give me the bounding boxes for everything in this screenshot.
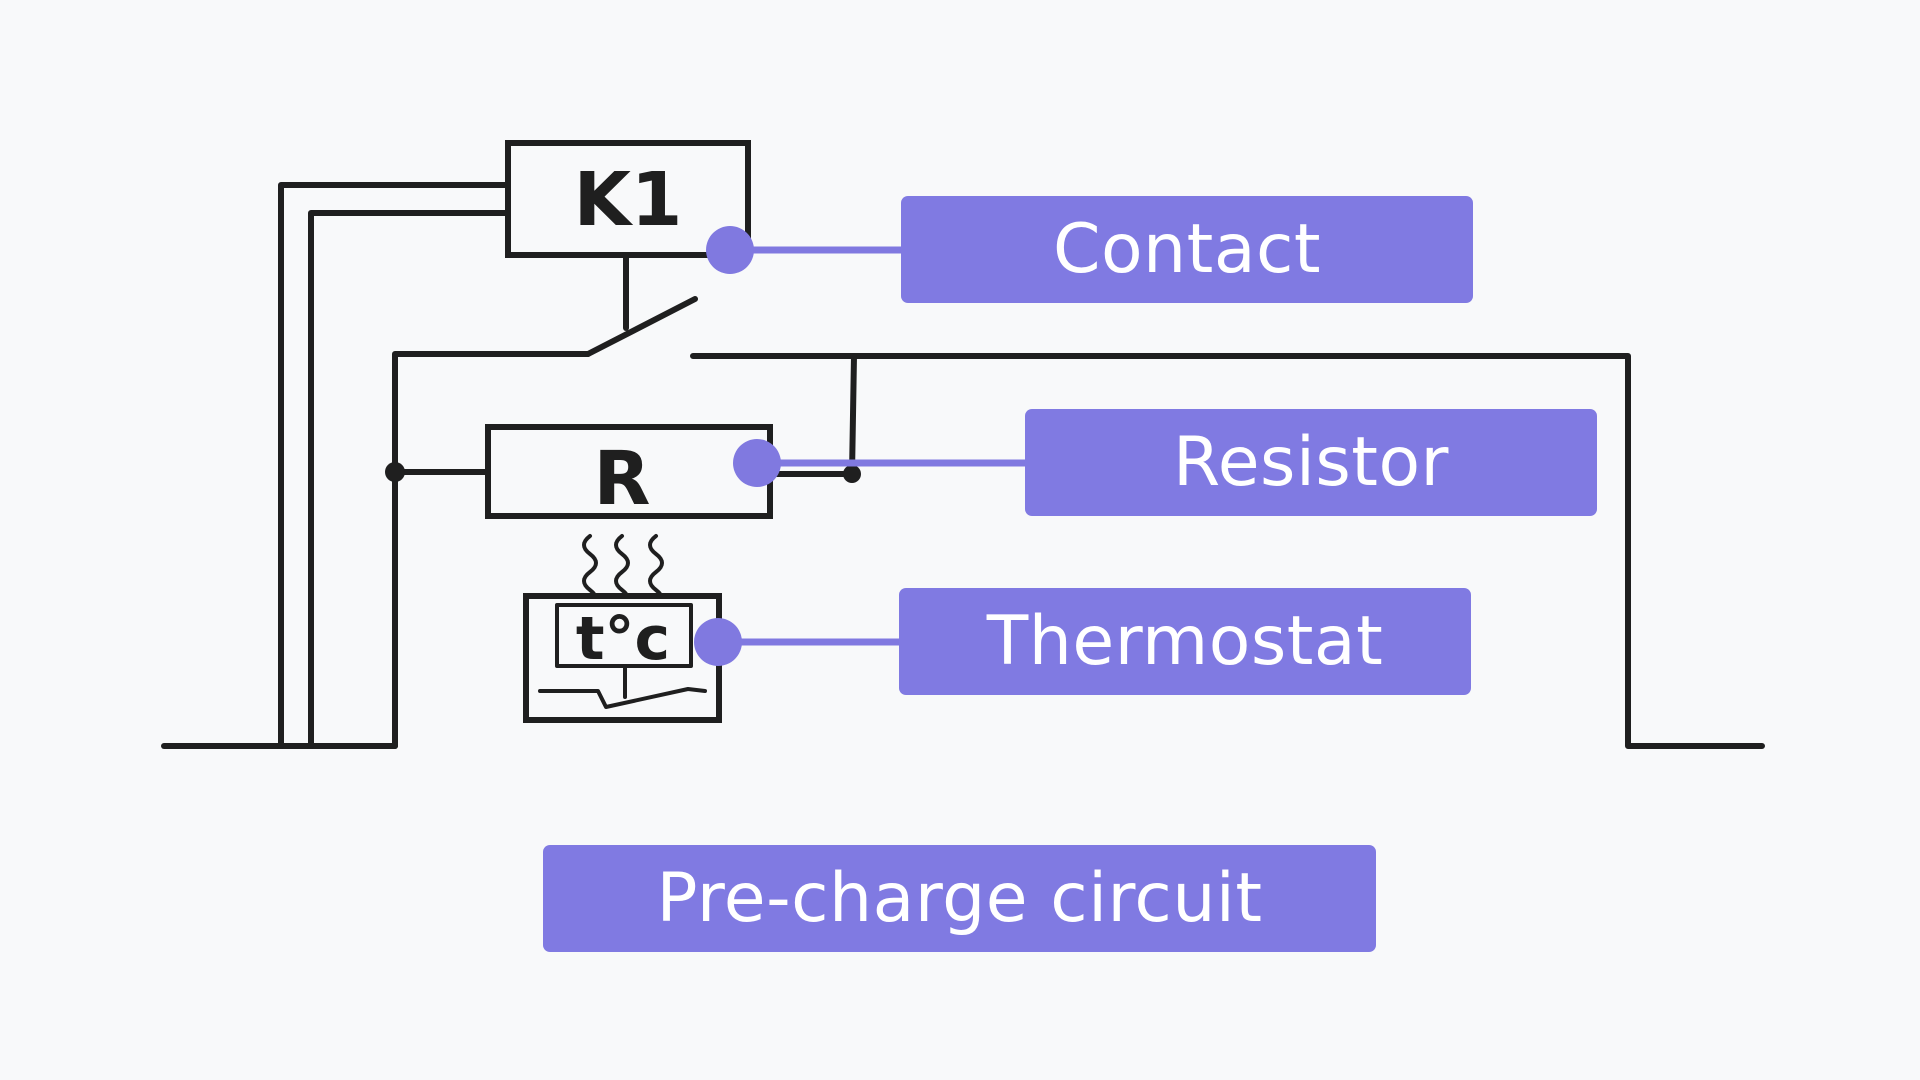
diagram-title: Pre-charge circuit	[543, 845, 1376, 952]
relay-k1-box	[505, 140, 751, 258]
thermostat-label: Thermostat	[899, 588, 1471, 695]
thermostat-symbol-label: t°c	[576, 604, 670, 674]
junction-left	[385, 462, 405, 482]
thermostat-switch-icon	[538, 687, 707, 709]
resistor-symbol-label: R	[594, 436, 651, 522]
resistor-bypass-vertical	[772, 353, 857, 477]
coil-wire-outer	[278, 182, 511, 749]
contact-leader-dot	[706, 226, 754, 274]
circuit-left-vertical	[392, 351, 591, 749]
contact-label: Contact	[901, 196, 1473, 303]
relay-k1-label: K1	[574, 157, 683, 243]
coil-wire-inner	[308, 210, 511, 749]
contact-switch-blade	[585, 296, 698, 357]
thermostat-leader-dot	[694, 618, 742, 666]
junction-right	[843, 465, 861, 483]
resistor-leader-dot	[733, 439, 781, 487]
resistor-label: Resistor	[1025, 409, 1597, 516]
output-top-line	[690, 353, 1765, 749]
